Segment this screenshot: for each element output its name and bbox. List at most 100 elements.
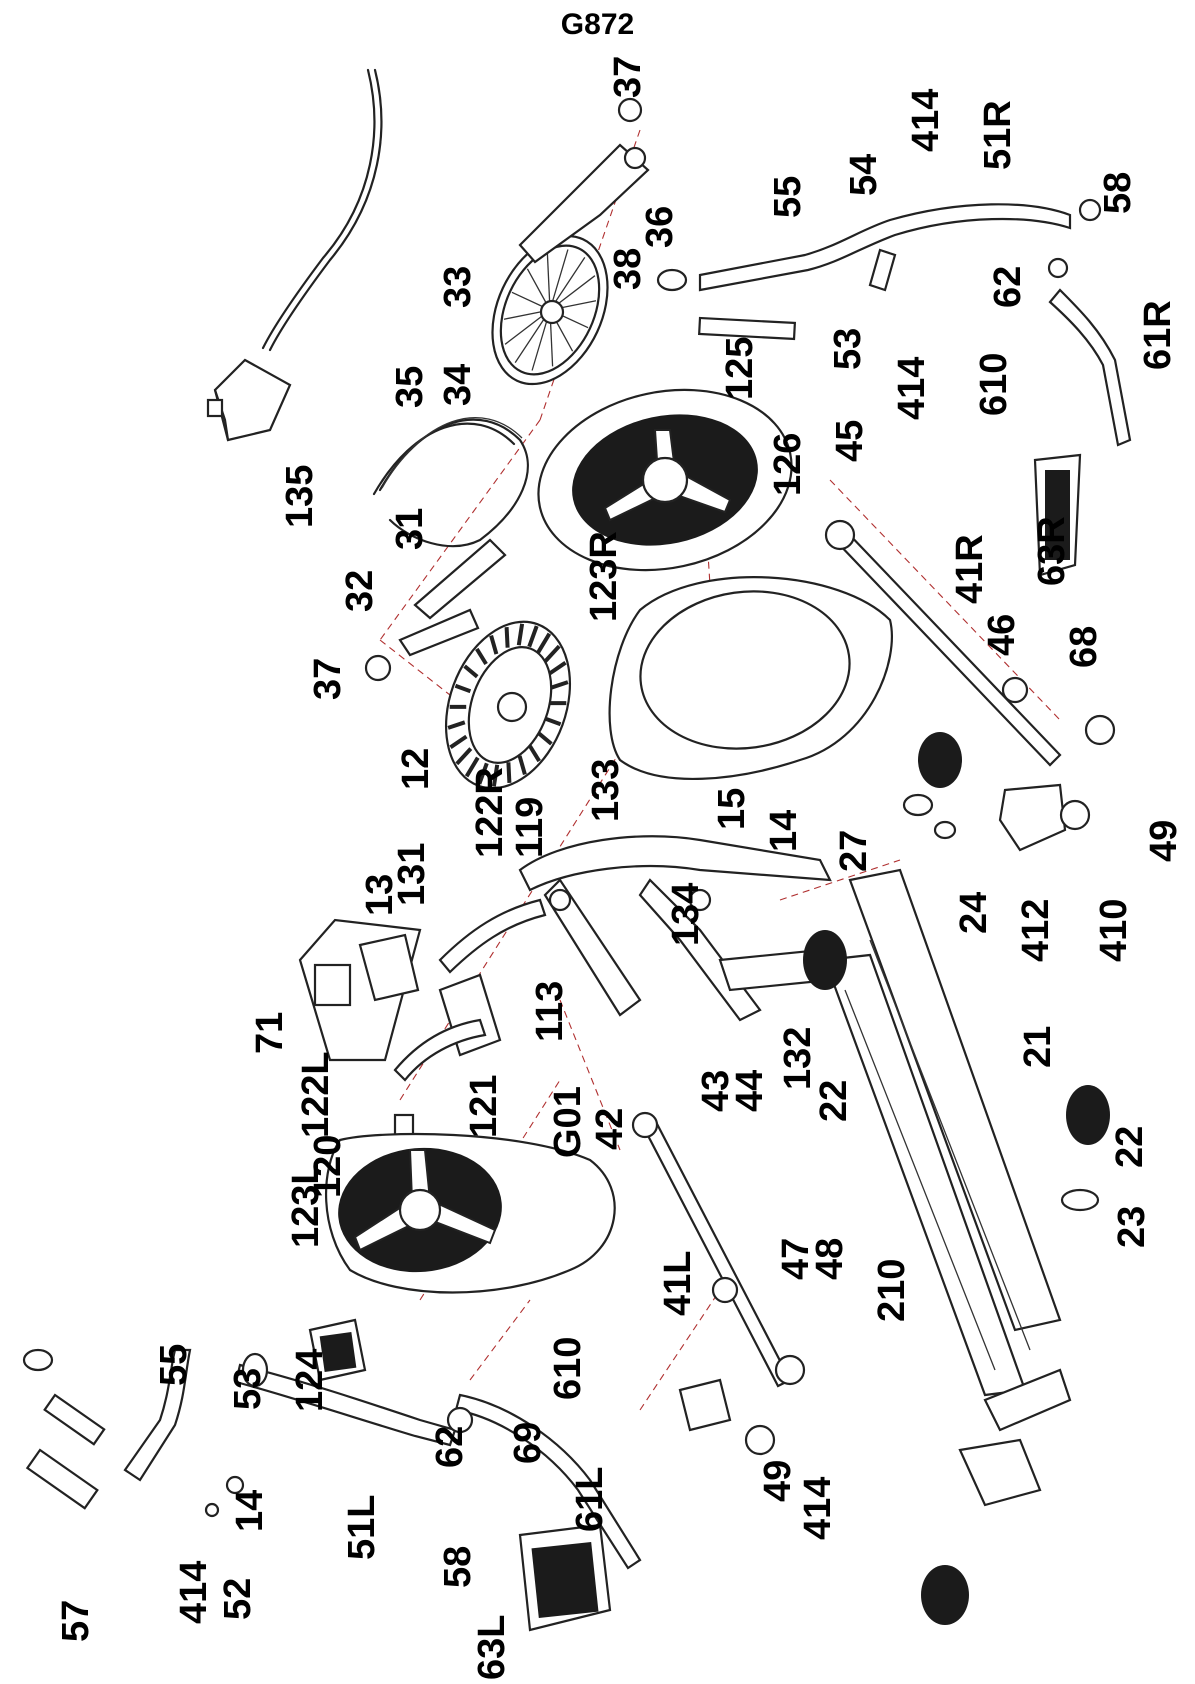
label-53b: 53 xyxy=(227,1368,269,1410)
fan-wheel-part xyxy=(444,620,572,790)
label-G01: G01 xyxy=(547,1086,589,1158)
label-34: 34 xyxy=(437,364,479,406)
label-124: 124 xyxy=(289,1349,331,1412)
label-21: 21 xyxy=(1017,1026,1059,1068)
label-123R: 123R xyxy=(583,531,625,622)
label-132: 132 xyxy=(777,1027,819,1090)
flywheel-part xyxy=(491,234,609,386)
left-lower-arm-part xyxy=(446,1393,642,1570)
right-housing-part xyxy=(608,576,893,780)
label-134: 134 xyxy=(665,883,707,946)
label-58a: 58 xyxy=(1097,172,1139,214)
label-14a: 14 xyxy=(763,810,805,852)
label-48: 48 xyxy=(809,1238,851,1280)
label-122L: 122L xyxy=(295,1051,337,1138)
label-15: 15 xyxy=(711,788,753,830)
label-22b: 22 xyxy=(1109,1126,1151,1168)
label-41R: 41R xyxy=(949,534,991,604)
label-57: 57 xyxy=(55,1600,97,1642)
label-62a: 62 xyxy=(987,266,1029,308)
label-113: 113 xyxy=(529,981,571,1042)
label-62b: 62 xyxy=(429,1426,471,1468)
label-125: 125 xyxy=(719,337,761,400)
label-610b: 610 xyxy=(547,1337,589,1400)
right-bracket-part xyxy=(998,714,1116,852)
right-connecting-rod-part xyxy=(824,519,1062,767)
right-lower-arm-part xyxy=(1048,288,1132,447)
label-121: 121 xyxy=(463,1075,505,1138)
crank-arm-part xyxy=(518,97,650,264)
label-47: 47 xyxy=(775,1238,817,1280)
base-rails-part xyxy=(823,868,1072,1507)
label-414c: 414 xyxy=(173,1561,215,1624)
label-122R: 122R xyxy=(469,767,511,858)
label-55b: 55 xyxy=(153,1344,195,1386)
label-410: 410 xyxy=(1093,899,1135,962)
label-41L: 41L xyxy=(657,1251,699,1316)
label-61L: 61L xyxy=(569,1467,611,1532)
label-44: 44 xyxy=(729,1070,771,1112)
label-131: 131 xyxy=(391,843,433,906)
label-51R: 51R xyxy=(977,100,1019,170)
label-210: 210 xyxy=(871,1259,913,1322)
label-24: 24 xyxy=(953,892,995,934)
label-14b: 14 xyxy=(229,1490,271,1532)
label-414d: 414 xyxy=(797,1477,839,1540)
label-71: 71 xyxy=(249,1012,291,1054)
label-23: 23 xyxy=(1111,1206,1153,1248)
label-55a: 55 xyxy=(767,176,809,218)
main-frame-part xyxy=(438,835,832,1022)
right-fan-cover-part xyxy=(537,388,793,572)
diagram-title: G872 xyxy=(560,8,635,41)
label-22a: 22 xyxy=(813,1080,855,1122)
label-53a: 53 xyxy=(827,328,869,370)
console-cable-part xyxy=(206,68,383,442)
crank-set-part xyxy=(364,538,507,682)
label-52: 52 xyxy=(217,1578,259,1620)
right-pedal-part xyxy=(1033,453,1082,577)
label-63R: 63R xyxy=(1031,516,1073,586)
label-32: 32 xyxy=(339,570,381,612)
label-414b: 414 xyxy=(891,357,933,420)
grip-part xyxy=(308,1318,367,1382)
left-upper-handle-part xyxy=(22,1348,457,1518)
left-pedal-part xyxy=(518,1523,612,1632)
console-part xyxy=(298,918,422,1062)
label-123L: 123L xyxy=(285,1161,327,1248)
label-61R: 61R xyxy=(1137,300,1179,370)
drive-belt-part xyxy=(372,416,529,548)
label-120: 120 xyxy=(307,1135,349,1198)
part-number-labels: 37 36 38 33 34 35 135 31 32 37 12 55 54 … xyxy=(55,56,1185,1680)
label-36: 36 xyxy=(639,206,681,248)
label-38: 38 xyxy=(607,248,649,290)
label-69: 69 xyxy=(507,1422,549,1464)
label-37b: 37 xyxy=(307,658,349,700)
label-610a: 610 xyxy=(973,353,1015,416)
label-414a: 414 xyxy=(905,89,947,152)
label-13: 13 xyxy=(359,874,401,916)
label-133: 133 xyxy=(585,759,627,822)
label-33: 33 xyxy=(437,266,479,308)
label-35: 35 xyxy=(389,366,431,408)
label-45: 45 xyxy=(829,420,871,462)
label-135: 135 xyxy=(279,465,321,528)
right-upper-handle-part xyxy=(656,198,1102,341)
left-connecting-rod-part xyxy=(631,1111,806,1456)
label-51L: 51L xyxy=(341,1495,383,1560)
label-54: 54 xyxy=(843,154,885,196)
label-68: 68 xyxy=(1063,626,1105,668)
label-27: 27 xyxy=(833,830,875,872)
label-37a: 37 xyxy=(607,56,649,98)
handle-post-part xyxy=(388,973,502,1167)
label-12: 12 xyxy=(395,748,437,790)
label-58b: 58 xyxy=(437,1546,479,1588)
label-49a: 49 xyxy=(1143,820,1185,862)
transport-wheels-part xyxy=(803,732,1110,1625)
label-126: 126 xyxy=(767,433,809,496)
label-43: 43 xyxy=(695,1070,737,1112)
label-119: 119 xyxy=(509,797,551,858)
label-63L: 63L xyxy=(471,1615,513,1680)
label-49b: 49 xyxy=(757,1460,799,1502)
